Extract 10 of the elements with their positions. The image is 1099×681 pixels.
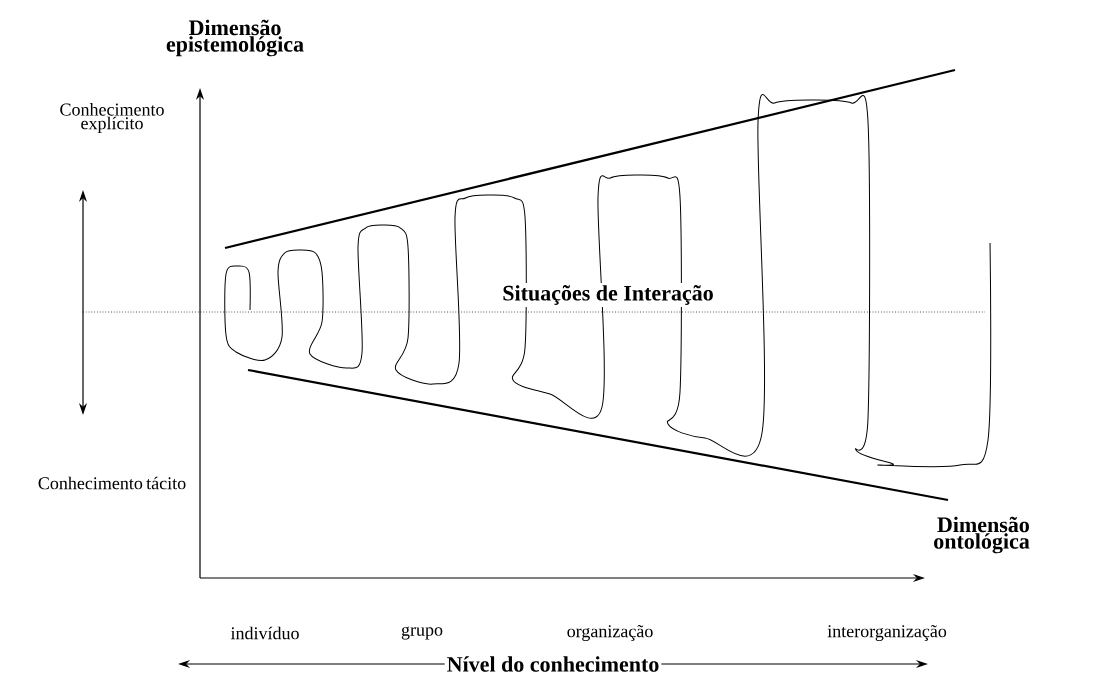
axis-label: Dimensão ontológica	[934, 516, 1030, 554]
axis-label: Conhecimento explícito	[60, 103, 164, 133]
axis-label: grupo	[401, 626, 443, 640]
axis-label: Conhecimento tácito	[38, 476, 186, 490]
axis-label: Situações de Interação	[500, 283, 716, 307]
axis-label: Dimensão epistemológica	[166, 19, 304, 57]
axis-label: indivíduo	[230, 626, 299, 640]
axis-label: organização	[567, 625, 653, 641]
axis-label: Nível do conhecimento	[444, 654, 662, 674]
axis-label: interorganização	[827, 625, 947, 641]
